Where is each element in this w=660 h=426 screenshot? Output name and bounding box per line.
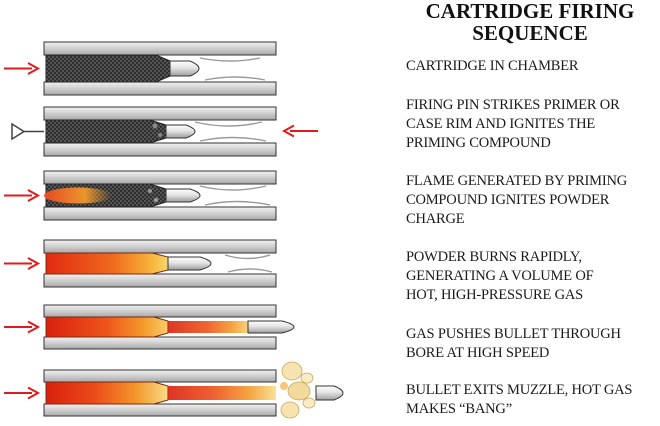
step-5-text: GAS PUSHES BULLET THROUGH BORE AT HIGH S…	[406, 325, 660, 363]
step-3-line-2: COMPOUND IGNITES POWDER	[406, 192, 610, 208]
step-6-line-2: MAKES “BANG”	[406, 401, 512, 417]
step-3-line-3: CHARGE	[406, 211, 465, 227]
cartridge	[45, 119, 196, 144]
step-4-line-2: GENERATING A VOLUME OF	[406, 268, 594, 284]
arrow-icon	[281, 124, 318, 138]
title-line-2: SEQUENCE	[472, 21, 588, 45]
arrow-icon	[4, 257, 41, 270]
firing-sequence-illustration	[4, 41, 344, 419]
arrow-icon	[4, 386, 41, 400]
step-6-illustration	[4, 361, 344, 419]
firing-pin-icon	[11, 122, 44, 141]
diagram-title: CARTRIDGE FIRING SEQUENCE	[400, 0, 660, 44]
barrel	[43, 106, 277, 157]
barrel	[43, 304, 277, 350]
arrow-icon	[4, 320, 41, 334]
step-1-illustration	[4, 41, 277, 96]
cartridge	[45, 316, 295, 338]
step-3-illustration	[4, 170, 277, 221]
step-5-line-2: BORE AT HIGH SPEED	[406, 345, 550, 361]
step-2-illustration	[11, 106, 318, 157]
step-2-line-2: CASE RIM AND IGNITES THE	[406, 116, 596, 132]
cartridge	[44, 183, 201, 208]
barrel	[43, 170, 277, 221]
step-2-line-1: FIRING PIN STRIKES PRIMER OR	[406, 97, 620, 113]
step-4-line-1: POWDER BURNS RAPIDLY,	[406, 249, 582, 265]
step-1-line-1: CARTRIDGE IN CHAMBER	[406, 58, 579, 74]
arrow-icon	[4, 189, 41, 202]
cartridge	[45, 252, 212, 275]
step-2-line-3: PRIMING COMPOUND	[406, 135, 551, 151]
step-5-line-1: GAS PUSHES BULLET THROUGH	[406, 326, 621, 342]
barrel	[43, 369, 277, 417]
bullet	[315, 385, 344, 401]
step-1-text: CARTRIDGE IN CHAMBER	[406, 57, 660, 76]
step-3-text: FLAME GENERATED BY PRIMING COMPOUND IGNI…	[406, 172, 660, 229]
step-6-line-1: BULLET EXITS MUZZLE, HOT GAS	[406, 382, 633, 398]
step-6-text: BULLET EXITS MUZZLE, HOT GAS MAKES “BANG…	[406, 381, 660, 419]
step-4-illustration	[4, 239, 277, 288]
step-5-illustration	[4, 304, 295, 350]
step-3-line-1: FLAME GENERATED BY PRIMING	[406, 173, 628, 189]
step-4-text: POWDER BURNS RAPIDLY, GENERATING A VOLUM…	[406, 248, 660, 305]
step-4-line-3: HOT, HIGH-PRESSURE GAS	[406, 287, 583, 303]
muzzle-blast-icon	[280, 361, 316, 419]
step-2-text: FIRING PIN STRIKES PRIMER OR CASE RIM AN…	[406, 96, 660, 153]
arrow-icon	[4, 62, 41, 75]
barrel	[43, 239, 277, 288]
cartridge	[45, 54, 200, 83]
title-line-1: CARTRIDGE FIRING	[425, 0, 635, 23]
cartridge	[45, 381, 276, 405]
barrel	[43, 41, 277, 96]
